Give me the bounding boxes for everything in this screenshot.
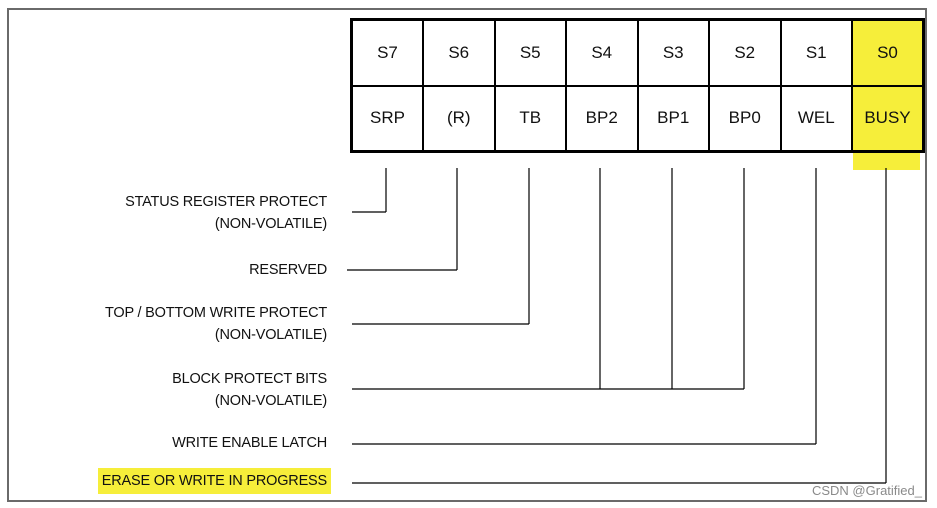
label-status-register-protect: STATUS REGISTER PROTECT (NON-VOLATILE) [125, 194, 327, 232]
name-cell-bp1: BP1 [636, 84, 710, 153]
label-erase-or-write-in-progress: ERASE OR WRITE IN PROGRESS [97, 468, 331, 494]
label-reserved: RESERVED [249, 262, 327, 278]
name-cell-busy: BUSY [851, 84, 925, 153]
bit-cell-s3: S3 [636, 18, 710, 87]
bit-cell-s0: S0 [851, 18, 925, 87]
name-cell-r: (R) [422, 84, 496, 153]
name-cell-bp2: BP2 [565, 84, 639, 153]
bit-cell-s6: S6 [422, 18, 496, 87]
bit-name-row: SRP (R) TB BP2 BP1 BP0 WEL BUSY [350, 84, 925, 153]
status-register-table: S7 S6 S5 S4 S3 S2 S1 S0 SRP (R) TB BP2 B… [350, 18, 925, 153]
label-write-enable-latch: WRITE ENABLE LATCH [172, 435, 327, 451]
busy-highlight-strip [853, 152, 920, 170]
bit-number-row: S7 S6 S5 S4 S3 S2 S1 S0 [350, 18, 925, 87]
name-cell-srp: SRP [350, 84, 424, 153]
name-cell-wel: WEL [779, 84, 853, 153]
bit-cell-s2: S2 [708, 18, 782, 87]
bit-cell-s5: S5 [493, 18, 567, 87]
bit-cell-s7: S7 [350, 18, 424, 87]
label-top-bottom-write-protect: TOP / BOTTOM WRITE PROTECT (NON-VOLATILE… [105, 305, 327, 343]
name-cell-bp0: BP0 [708, 84, 782, 153]
watermark: CSDN @Gratified_ [811, 483, 922, 498]
name-cell-tb: TB [493, 84, 567, 153]
bit-cell-s4: S4 [565, 18, 639, 87]
bit-cell-s1: S1 [779, 18, 853, 87]
label-block-protect-bits: BLOCK PROTECT BITS (NON-VOLATILE) [172, 371, 327, 409]
